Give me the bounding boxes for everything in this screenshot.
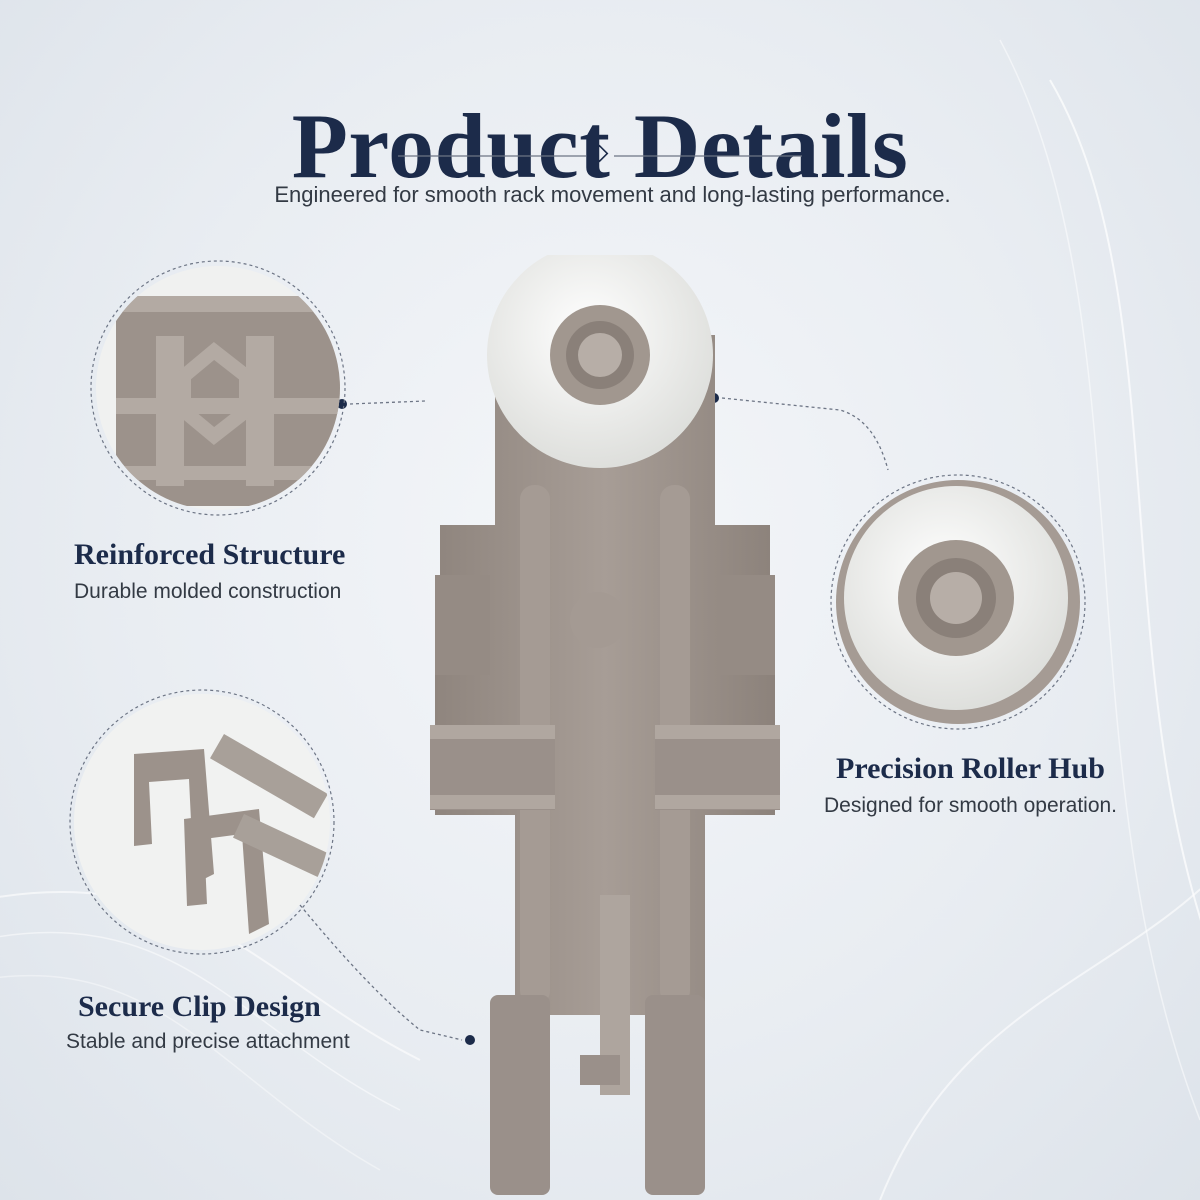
title-divider: [398, 144, 802, 163]
feature-title-clip: Secure Clip Design: [78, 990, 321, 1023]
product-image: [430, 255, 780, 1195]
circle-frame-roller: [830, 474, 1086, 730]
feature-image-structure: [96, 266, 340, 510]
circle-frame-clip: [69, 689, 335, 955]
feature-desc-structure: Durable molded construction: [74, 580, 342, 603]
feature-image-roller: [836, 480, 1080, 724]
page-subtitle: Engineered for smooth rack movement and …: [274, 182, 951, 207]
dot-icon: [465, 1035, 475, 1045]
feature-desc-clip: Stable and precise attachment: [66, 1030, 350, 1053]
callout-line-structure: [337, 399, 426, 409]
callout-line-clip: [299, 904, 475, 1045]
circle-frame-structure: [90, 260, 346, 516]
diamond-icon: [590, 144, 609, 163]
feature-image-clip: [74, 694, 330, 950]
feature-title-roller: Precision Roller Hub: [836, 752, 1105, 785]
feature-desc-roller: Designed for smooth operation.: [824, 794, 1118, 817]
feature-title-structure: Reinforced Structure: [74, 538, 346, 571]
